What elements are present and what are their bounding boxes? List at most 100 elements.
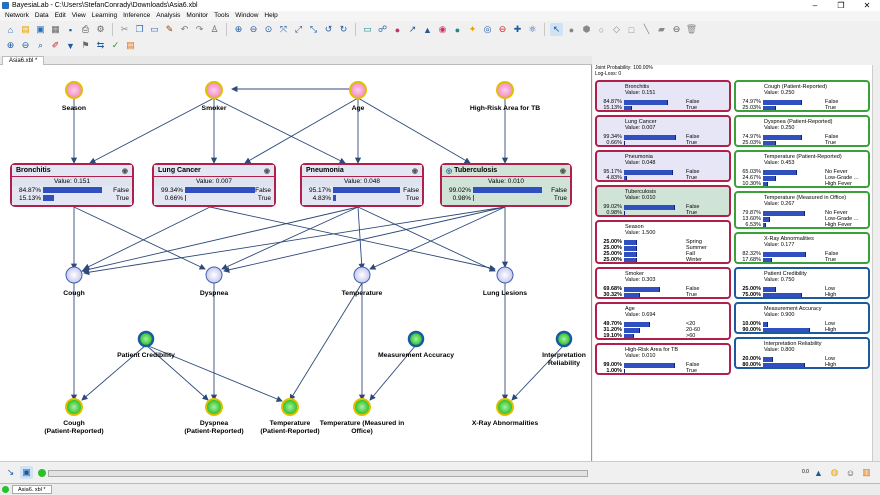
delete-circle-icon[interactable]: ⊖ bbox=[672, 24, 681, 34]
class-icon[interactable]: ● bbox=[454, 24, 461, 35]
hide-eye-icon[interactable]: ◉ bbox=[411, 168, 418, 175]
rotate-left-icon[interactable]: ↺ bbox=[324, 24, 333, 34]
validation-mode-icon[interactable]: ▣ bbox=[20, 466, 33, 479]
maximize-icon[interactable]: ❐ bbox=[837, 1, 845, 10]
menu-analysis[interactable]: Analysis bbox=[156, 12, 181, 19]
monitor-bronchitis[interactable]: Bronchitis◉ Value: 0.151 84.87%False 15.… bbox=[10, 163, 134, 207]
node-dyspnea-label[interactable]: Dyspnea bbox=[199, 290, 229, 297]
node-temperature-label[interactable]: Temperature bbox=[341, 290, 383, 297]
chart-icon[interactable]: ▲ bbox=[814, 467, 823, 478]
node-dyspnea-reported-label[interactable]: Dyspnea (Patient-Reported) bbox=[174, 420, 254, 436]
node-smoker-label[interactable]: Smoker bbox=[201, 105, 227, 112]
menu-tools[interactable]: Tools bbox=[214, 12, 230, 19]
check-icon[interactable]: ✓ bbox=[111, 40, 120, 50]
paste-icon[interactable]: ▭ bbox=[150, 24, 159, 34]
node-color-icon[interactable]: ● bbox=[394, 24, 401, 35]
node-cough-label[interactable]: Cough bbox=[63, 290, 85, 297]
redo-icon[interactable]: ↷ bbox=[195, 24, 204, 34]
forbidden-icon[interactable]: ⊖ bbox=[498, 24, 507, 34]
mask-icon[interactable]: ☺ bbox=[845, 467, 856, 478]
brush-icon[interactable]: ✎ bbox=[165, 24, 174, 34]
minimize-icon[interactable]: – bbox=[812, 1, 818, 10]
print-icon[interactable]: ⎙ bbox=[81, 24, 90, 34]
search-icon[interactable]: ⌕ bbox=[37, 40, 44, 50]
node-cough-reported-label[interactable]: Cough (Patient-Reported) bbox=[34, 420, 114, 436]
node-patient-credibility-label[interactable]: Patient Credibility bbox=[117, 352, 175, 359]
collapse-icon[interactable]: ⤡ bbox=[309, 24, 318, 34]
arc-icon[interactable]: ↗ bbox=[408, 24, 417, 34]
select-arrow-icon[interactable]: ↖ bbox=[550, 23, 563, 36]
taskbar-item-asia6[interactable]: Asia6. xbl * bbox=[12, 485, 52, 494]
monitor-lung-cancer[interactable]: Lung Cancer◉ Value: 0.007 99.34%False 0.… bbox=[152, 163, 276, 207]
panel-scrollbar[interactable] bbox=[872, 65, 880, 461]
node-interpretation-reliability-label[interactable]: Interpretation Reliability bbox=[534, 352, 594, 368]
menu-network[interactable]: Network bbox=[5, 12, 29, 19]
node-high-risk-label[interactable]: High-Risk Area for TB bbox=[469, 105, 541, 112]
zoom-reset-icon[interactable]: ⊙ bbox=[264, 24, 273, 34]
open-icon[interactable]: ▦ bbox=[51, 24, 60, 34]
monitor-panel[interactable]: Joint Probability: 100.00% Log-Loss: 0 B… bbox=[593, 65, 880, 461]
node-circle-icon[interactable]: ● bbox=[568, 24, 575, 35]
node-utility-icon[interactable]: □ bbox=[628, 24, 635, 35]
image-icon[interactable]: ▲ bbox=[423, 24, 432, 35]
close-icon[interactable]: ✕ bbox=[863, 1, 871, 10]
flag-icon[interactable]: ⚑ bbox=[81, 40, 90, 50]
zoom-in-icon[interactable]: ⊕ bbox=[234, 24, 243, 34]
node-measurement-accuracy-label[interactable]: Measurement Accuracy bbox=[377, 352, 455, 359]
undo-icon[interactable]: ↶ bbox=[180, 24, 189, 34]
zoom-out-icon[interactable]: ⊖ bbox=[249, 24, 258, 34]
menu-edit[interactable]: Edit bbox=[54, 12, 66, 19]
menu-help[interactable]: Help bbox=[264, 12, 278, 19]
menu-monitor[interactable]: Monitor bbox=[186, 12, 209, 19]
bars-icon[interactable]: ▥ bbox=[862, 467, 871, 477]
zoom-out-small-icon[interactable]: ⊖ bbox=[21, 40, 30, 50]
graph-layout-icon[interactable]: ☍ bbox=[377, 24, 388, 34]
panel-monitor-temperature-patient-reported[interactable]: Temperature (Patient-Reported)Value: 0.4… bbox=[734, 150, 870, 188]
node-temperature-office-label[interactable]: Temperature (Measured in Office) bbox=[307, 420, 417, 436]
menu-inference[interactable]: Inference bbox=[123, 12, 151, 19]
arc-tool-icon[interactable]: ╲ bbox=[643, 24, 650, 34]
home-icon[interactable]: ⌂ bbox=[7, 24, 14, 35]
node-hexagon-icon[interactable]: ⬢ bbox=[582, 24, 591, 34]
modeling-mode-icon[interactable]: ↘ bbox=[6, 467, 15, 477]
node-season-label[interactable]: Season bbox=[61, 105, 87, 112]
eraser-icon[interactable]: ✐ bbox=[51, 40, 60, 50]
note-icon[interactable]: ▰ bbox=[658, 24, 665, 34]
bulb-icon[interactable]: ✦ bbox=[468, 24, 477, 34]
filter-icon[interactable]: ▼ bbox=[66, 40, 75, 51]
coins-icon[interactable]: ◍ bbox=[830, 467, 839, 477]
report-icon[interactable]: ▤ bbox=[126, 40, 135, 50]
settings-gear-icon[interactable]: ⚙ bbox=[96, 24, 105, 34]
zoom-in-small-icon[interactable]: ⊕ bbox=[6, 40, 15, 50]
node-constraint-icon[interactable]: ○ bbox=[598, 24, 605, 35]
graph-canvas[interactable]: Season Smoker Age High-Risk Area for TB … bbox=[0, 65, 592, 461]
binoculars-icon[interactable]: ♙ bbox=[210, 24, 219, 34]
fit-window-icon[interactable]: ⤧ bbox=[279, 24, 288, 34]
menu-window[interactable]: Window bbox=[235, 12, 259, 19]
monitor-pneumonia[interactable]: Pneumonia◉ Value: 0.048 95.17%False 4.83… bbox=[300, 163, 424, 207]
trash-icon[interactable]: 🗑 bbox=[685, 24, 698, 34]
comment-icon[interactable]: ▭ bbox=[363, 24, 372, 34]
rotate-right-icon[interactable]: ↻ bbox=[339, 24, 348, 34]
menu-data[interactable]: Data bbox=[34, 12, 49, 19]
copy-icon[interactable]: ❐ bbox=[135, 24, 144, 34]
monitor-tuberculosis[interactable]: ◎Tuberculosis◉ Value: 0.010 99.02%False … bbox=[440, 163, 572, 207]
tab-asia6[interactable]: Asia6.xbl * bbox=[2, 56, 45, 65]
node-xray-label[interactable]: X-Ray Abnormalities bbox=[471, 420, 539, 427]
menu-view[interactable]: View bbox=[71, 12, 86, 19]
save-icon[interactable]: ▪ bbox=[68, 24, 73, 35]
node-age-label[interactable]: Age bbox=[351, 105, 365, 112]
node-lung-lesions-label[interactable]: Lung Lesions bbox=[482, 290, 528, 297]
panel-monitor-temperature-measured-in-office[interactable]: Temperature (Measured in Office)Value: 0… bbox=[734, 191, 870, 229]
